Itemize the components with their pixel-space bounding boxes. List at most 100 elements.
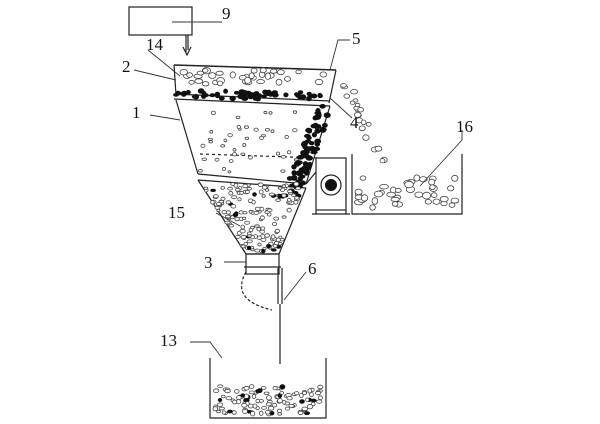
roller-assembly [305, 157, 350, 215]
particle-light [305, 397, 310, 402]
particle-dark [310, 150, 318, 155]
particle-light [217, 384, 224, 389]
particle-light [248, 155, 253, 160]
particle-light [228, 159, 234, 163]
container-13 [209, 358, 327, 419]
particle-light [242, 408, 248, 414]
particle-light [216, 208, 221, 212]
particle-light [241, 244, 246, 249]
particle-light [424, 199, 432, 205]
particle-light [288, 403, 295, 408]
particle-dark [311, 132, 317, 138]
particle-dark [185, 89, 191, 95]
particle-light [295, 186, 301, 191]
particle-light [210, 200, 215, 205]
valve-6 [241, 268, 283, 364]
particle-light [216, 80, 223, 87]
particle-dark [301, 165, 309, 171]
label-5: 5 [352, 29, 361, 48]
particle-light [244, 189, 250, 194]
particle-light [314, 78, 324, 86]
particle-light [267, 405, 275, 411]
particle-light [316, 399, 323, 404]
particle-light [279, 390, 285, 395]
screen-band-14 [173, 88, 323, 102]
particle-light [265, 410, 271, 415]
particle-light [353, 112, 362, 118]
particle-light [275, 78, 283, 86]
particle-light [354, 188, 363, 195]
particle-light [244, 220, 251, 225]
particle-light [253, 210, 260, 215]
particle-light [247, 234, 252, 238]
particle-light [314, 390, 322, 396]
particle-light [246, 186, 252, 191]
particle-light [234, 216, 240, 222]
particle-light [286, 207, 292, 213]
particle-light [221, 210, 227, 215]
particle-light [214, 157, 220, 162]
particle-light [239, 190, 244, 195]
particle-light [259, 215, 265, 221]
particle-dark [209, 93, 216, 98]
particle-light [295, 69, 302, 75]
particle-light [255, 398, 261, 404]
particle-dark [218, 96, 225, 101]
particle-light [227, 133, 233, 138]
particle-dark [320, 127, 327, 132]
particle-light [196, 70, 205, 76]
particle-light [428, 178, 436, 186]
particle-light [240, 393, 246, 398]
particle-light [221, 410, 227, 415]
particle-light [233, 211, 239, 216]
particle-light [210, 110, 216, 115]
particle-light [217, 397, 223, 402]
particle-dark [295, 94, 302, 98]
particle-dark [308, 146, 315, 151]
particle-dark [261, 94, 267, 99]
particle-light [317, 395, 323, 401]
particle-light [259, 229, 266, 234]
particle-light [264, 128, 270, 132]
label-4: 4 [350, 113, 359, 132]
label-9: 9 [222, 4, 231, 23]
particle-light [340, 83, 347, 88]
particle-light [261, 249, 266, 254]
label-3: 3 [204, 253, 213, 272]
particle-light [277, 186, 283, 190]
particle-light [360, 194, 369, 202]
particle-light [260, 386, 267, 390]
particle-light [227, 409, 233, 414]
particle-light [253, 127, 259, 132]
particle-dark [307, 161, 313, 168]
particle-light [269, 68, 278, 74]
particle-light [229, 71, 236, 79]
particle-light [235, 187, 241, 192]
particle-light [228, 190, 234, 196]
particle-light [255, 389, 260, 394]
particle-light [294, 391, 300, 396]
particle-light [261, 185, 268, 190]
particle-light [243, 241, 248, 247]
particle-light [301, 406, 308, 411]
particle-dark [323, 112, 331, 118]
particle-light [317, 384, 324, 390]
particle-light [216, 409, 221, 414]
particle-light [299, 399, 305, 404]
particle-dark [193, 94, 200, 100]
particle-light [201, 157, 207, 161]
particle-light [254, 248, 261, 253]
particle-light [263, 110, 268, 115]
particle-dark [321, 123, 328, 128]
particle-light [252, 403, 258, 409]
particle-dark [237, 93, 245, 100]
particle-light [224, 220, 231, 225]
particle-light [227, 186, 233, 191]
particle-dark [300, 94, 307, 100]
particle-light [259, 67, 267, 74]
particle-light [244, 136, 250, 140]
particle-light [267, 208, 273, 213]
particle-light [439, 195, 449, 203]
particle-light [202, 68, 209, 73]
